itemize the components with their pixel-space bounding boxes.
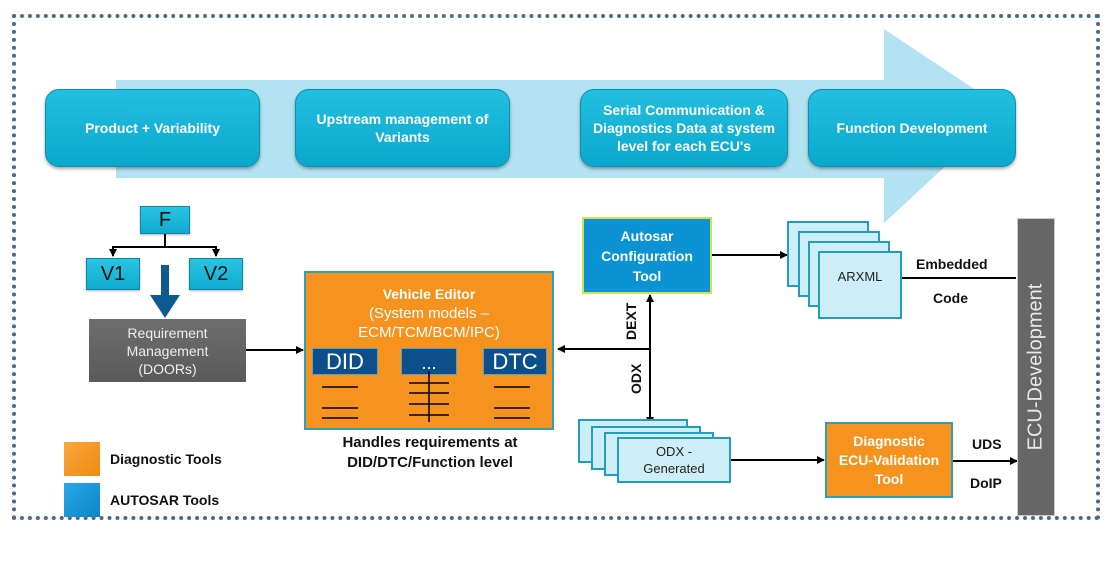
code-label: Code: [933, 290, 968, 306]
legend-item-diagnostic: Diagnostic Tools: [64, 442, 222, 476]
down-arrow-head: [150, 295, 180, 318]
req-line: (DOORs): [138, 360, 197, 377]
tree-connector: [109, 234, 166, 257]
did-label: DID: [326, 348, 364, 374]
legend-item-autosar: AUTOSAR Tools: [64, 483, 219, 517]
legend-label: Diagnostic Tools: [110, 451, 222, 467]
feature-box-f: F: [140, 206, 190, 234]
stage-label: Product + Variability: [85, 120, 220, 136]
autosar-line: Tool: [632, 267, 662, 284]
feature-label: F: [158, 208, 172, 231]
variant-box-v1: V1: [86, 258, 140, 290]
tree-connector: [165, 246, 220, 257]
doip-text: DoIP: [970, 475, 1002, 491]
vehicle-editor-subtitle: ECM/TCM/BCM/IPC): [358, 324, 500, 341]
arxml-label: ARXML: [837, 269, 883, 284]
dext-label: DEXT: [623, 300, 653, 340]
variant-label: V1: [100, 262, 126, 285]
odx-generated-line: ODX -: [655, 444, 693, 459]
arxml-doc-front: ARXML: [818, 251, 902, 319]
ecu-development-bar: ECU-Development: [1017, 218, 1055, 516]
autosar-line: Autosar: [620, 227, 674, 244]
dtc-label: DTC: [492, 348, 538, 374]
uds-text: UDS: [972, 436, 1002, 452]
process-arrow-shape: [116, 29, 1006, 223]
ellipsis-header: ...: [401, 348, 457, 375]
autosar-configuration-tool: Autosar Configuration Tool: [582, 217, 712, 294]
diag-line: ECU-Validation: [838, 451, 940, 468]
stage-label: Function Development: [836, 120, 988, 136]
vehicle-editor-caption: Handles requirements at DID/DTC/Function…: [300, 433, 560, 473]
diagram-frame: [12, 14, 1100, 520]
dext-text: DEXT: [623, 302, 639, 340]
stage-serial-communication: Serial Communication & Diagnostics Data …: [580, 89, 788, 167]
stage-product-variability: Product + Variability: [45, 89, 260, 167]
stage-function-development: Function Development: [808, 89, 1016, 167]
legend-label: AUTOSAR Tools: [110, 492, 220, 508]
req-line: Requirement: [127, 324, 208, 341]
stage-upstream-management: Upstream management of Variants: [295, 89, 510, 167]
req-line: Management: [126, 342, 209, 359]
variant-box-v2: V2: [189, 258, 243, 290]
autosar-line: Configuration: [601, 247, 693, 264]
field-lines: [322, 371, 530, 422]
odx-generated-line: Generated: [643, 461, 705, 476]
diagnostic-validation-tool: Diagnostic ECU-Validation Tool: [825, 422, 953, 498]
dtc-header: DTC: [483, 348, 547, 375]
odx-label: ODX: [628, 362, 648, 394]
requirement-management-box: Requirement Management (DOORs): [89, 319, 246, 382]
diag-line: Diagnostic: [853, 432, 925, 449]
diag-line: Tool: [874, 470, 904, 487]
embedded-text: Embedded: [916, 256, 988, 272]
vehicle-editor-title: Vehicle Editor: [382, 286, 476, 302]
caption-line: Handles requirements at: [342, 434, 518, 451]
orange-swatch-icon: [64, 442, 100, 476]
stage-label: Serial Communication & Diagnostics Data …: [592, 102, 776, 154]
vehicle-editor-subtitle: (System models –: [368, 305, 490, 322]
blue-swatch-icon: [64, 483, 100, 517]
down-arrow-shaft: [161, 265, 169, 295]
odx-doc-front: ODX - Generated: [617, 437, 731, 483]
code-text: Code: [933, 290, 968, 306]
vehicle-editor-box: Vehicle Editor (System models – ECM/TCM/…: [304, 271, 554, 430]
ellipsis-label: ...: [421, 353, 437, 373]
variant-label: V2: [203, 262, 229, 285]
did-header: DID: [312, 348, 378, 375]
doip-label: DoIP: [970, 475, 1002, 491]
embedded-label: Embedded: [916, 256, 988, 272]
odx-text: ODX: [628, 363, 644, 394]
caption-line: DID/DTC/Function level: [347, 454, 513, 471]
uds-label: UDS: [972, 436, 1002, 452]
stage-label: Upstream management of Variants: [316, 111, 489, 145]
ecu-development-label: ECU-Development: [1024, 283, 1047, 451]
